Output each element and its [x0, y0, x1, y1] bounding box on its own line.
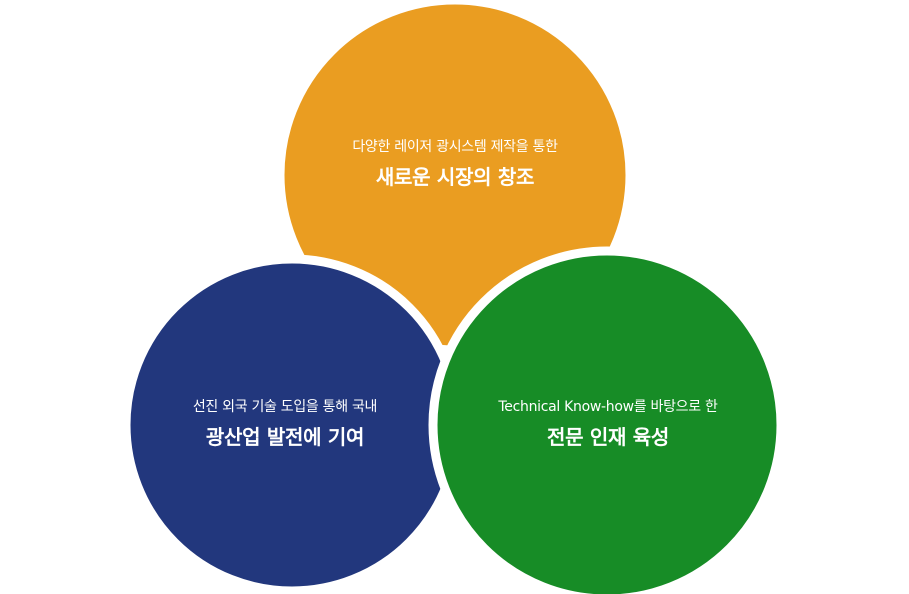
- circle-top-subtitle: 다양한 레이저 광시스템 제작을 통한: [352, 139, 558, 155]
- circle-right-title: 전문 인재 육성: [547, 425, 669, 449]
- circle-right-subtitle: Technical Know-how를 바탕으로 한: [498, 399, 718, 415]
- circle-left-title: 광산업 발전에 기여: [205, 425, 365, 449]
- circle-left-subtitle: 선진 외국 기술 도입을 통해 국내: [192, 399, 378, 415]
- circle-right-text: Technical Know-how를 바탕으로 한 전문 인재 육성: [448, 398, 768, 450]
- circle-right: [428, 246, 786, 594]
- circle-top-title: 새로운 시장의 창조: [375, 165, 535, 189]
- circle-top-text: 다양한 레이저 광시스템 제작을 통한 새로운 시장의 창조: [300, 138, 610, 190]
- circle-left-text: 선진 외국 기술 도입을 통해 국내 광산업 발전에 기여: [125, 398, 445, 450]
